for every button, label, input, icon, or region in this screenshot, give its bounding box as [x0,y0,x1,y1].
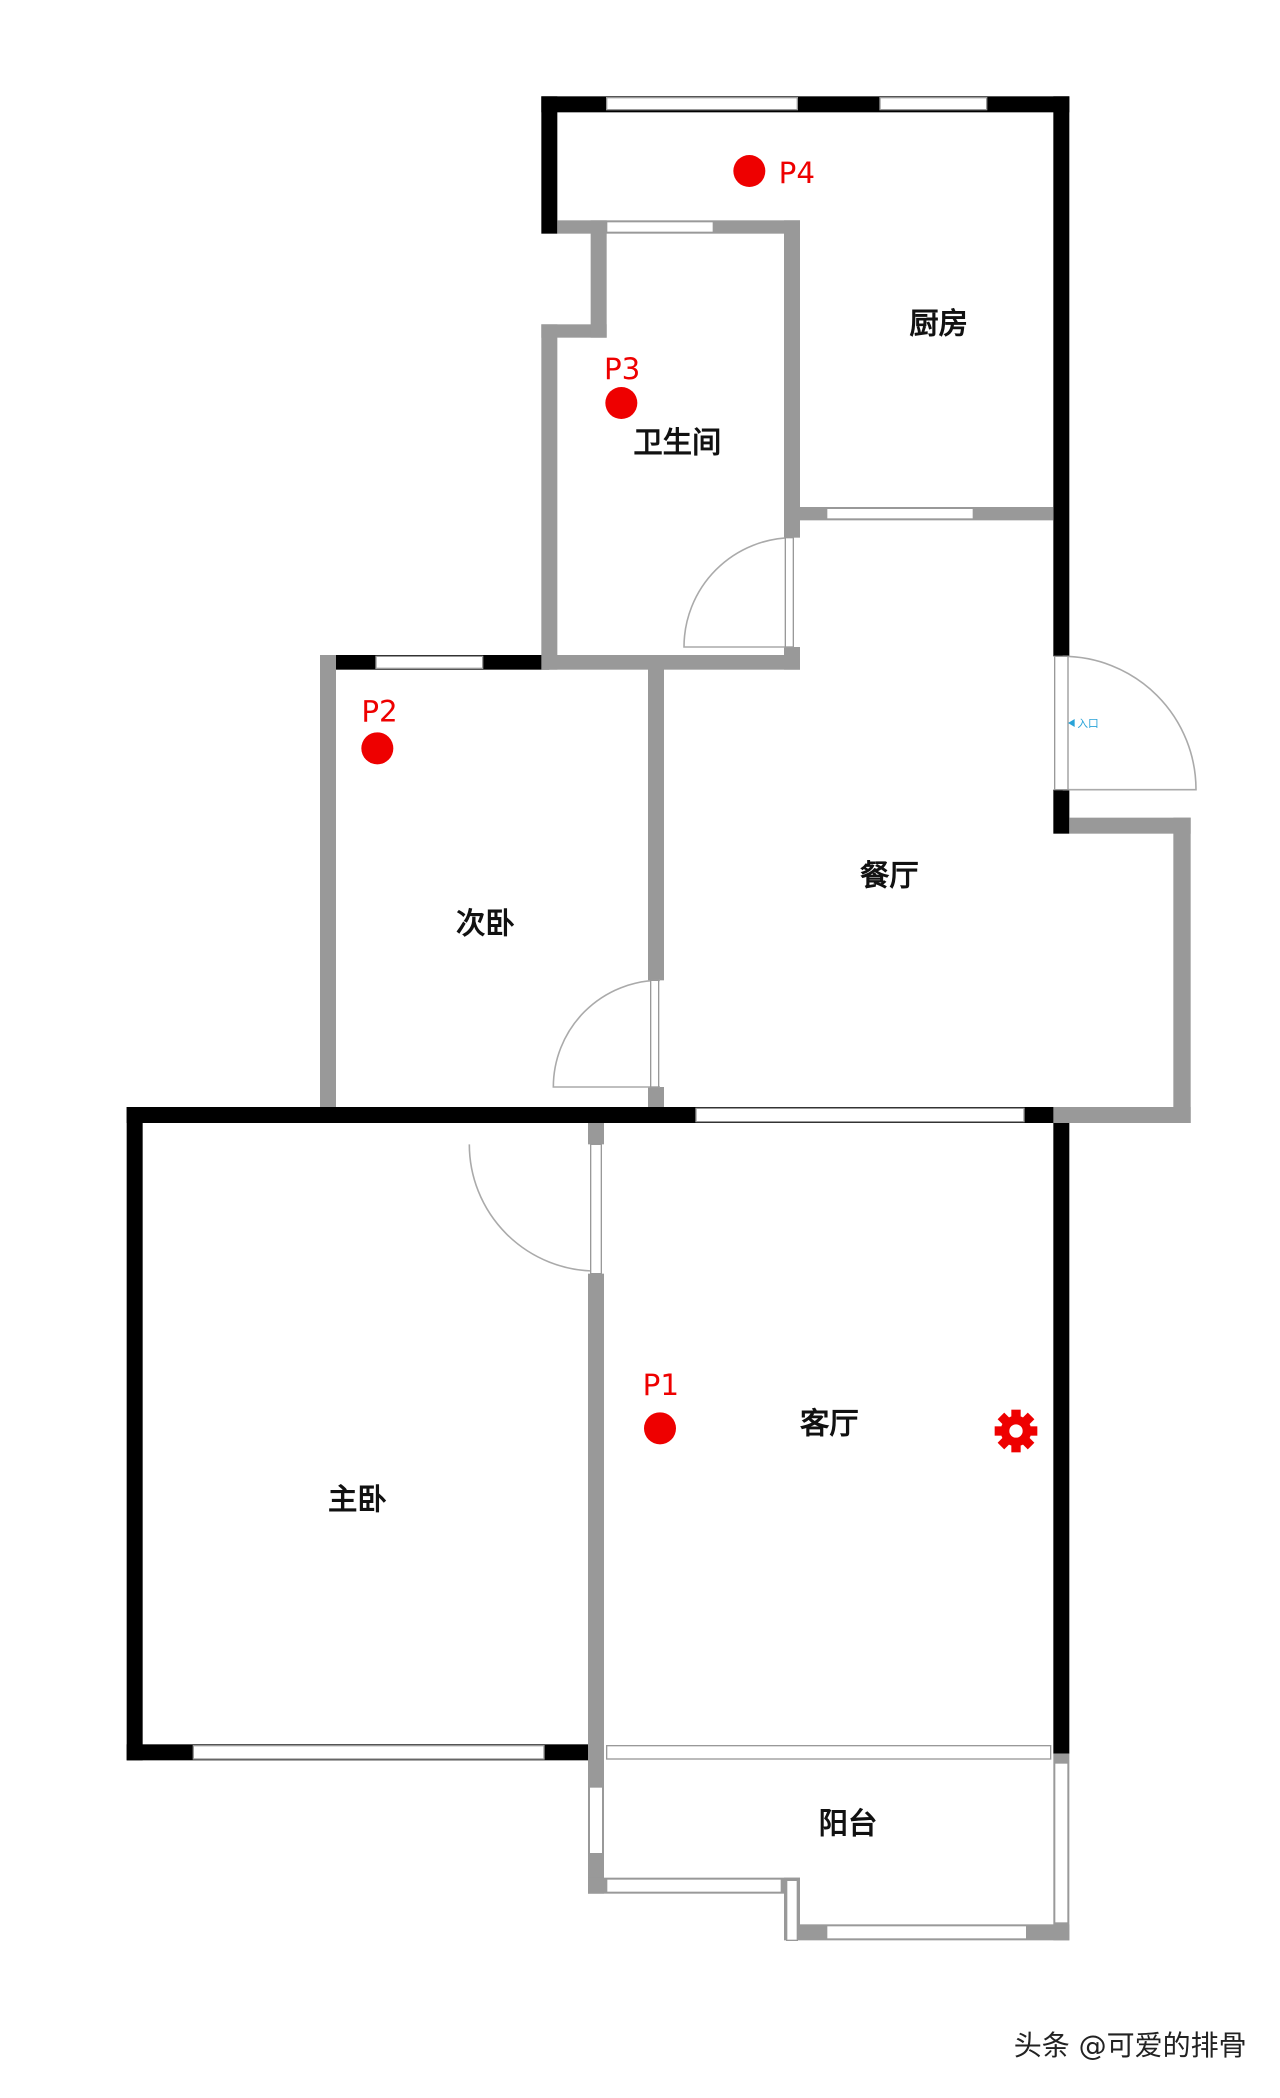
gear-icon [994,1409,1038,1453]
triangle-left-icon [1068,719,1075,727]
point-label-p2: P2 [361,695,397,729]
point-marker-p2 [361,732,394,765]
room-living-room: 客厅 [800,1407,859,1441]
measurement-points: P1 P2 P3 P4 [361,155,815,1445]
point-marker-p1 [644,1412,676,1445]
room-bathroom: 卫生间 [633,425,721,459]
room-second-bedroom: 次卧 [456,907,515,941]
entrance-marker: 入口 [1068,717,1099,730]
entrance-label: 入口 [1077,717,1098,730]
room-master-bedroom: 主卧 [328,1483,387,1517]
doors [468,536,1197,1275]
room-balcony: 阳台 [819,1807,878,1841]
point-label-p3: P3 [604,352,640,386]
point-label-p1: P1 [643,1368,679,1402]
windows [192,96,1069,1941]
point-marker-p3 [605,387,638,419]
point-label-p4: P4 [779,156,815,190]
room-dining: 餐厅 [860,859,919,893]
room-kitchen: 厨房 [909,307,968,341]
watermark: 头条 @可爱的排骨 [1014,2029,1247,2062]
room-labels: 厨房 卫生间 次卧 餐厅 主卧 客厅 阳台 [328,307,968,1841]
point-marker-p4 [733,155,766,187]
